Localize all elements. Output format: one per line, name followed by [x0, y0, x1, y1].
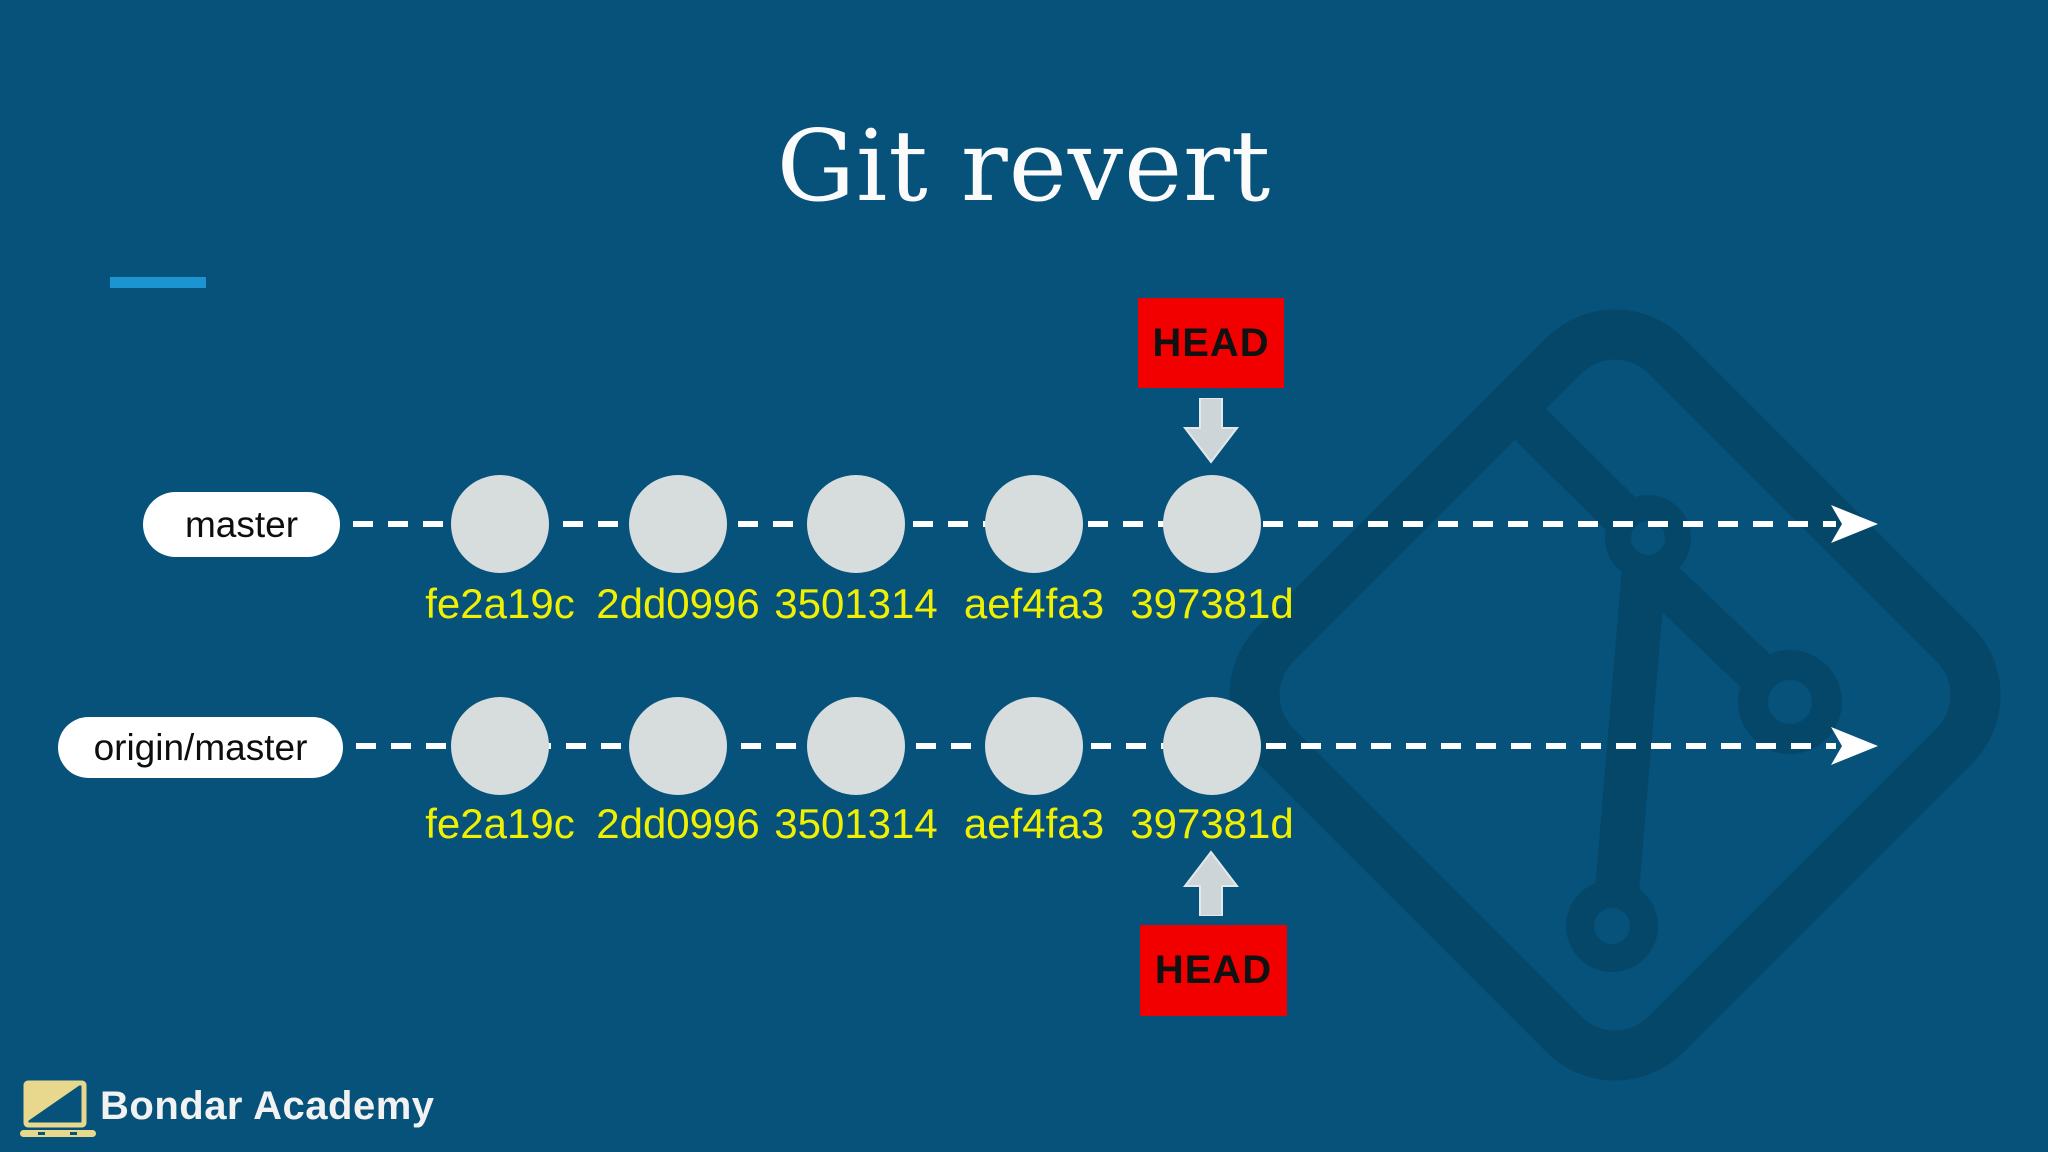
commit-node [451, 475, 549, 573]
commit-node [451, 697, 549, 795]
commit-node [807, 475, 905, 573]
head-badge-bottom: HEAD [1140, 925, 1287, 1016]
head-arrow-up-icon [1182, 850, 1240, 916]
commit-node [985, 697, 1083, 795]
commit-hash: 397381d [1130, 800, 1294, 847]
commit-node [629, 475, 727, 573]
commit-hash: 3501314 [774, 580, 938, 627]
commit-node [807, 697, 905, 795]
commit-node [1163, 475, 1261, 573]
commit-hash: 2dd0996 [596, 800, 760, 847]
arrowhead-right-icon [1831, 727, 1878, 765]
commit-hash: 3501314 [774, 800, 938, 847]
arrowhead-right-icon [1831, 505, 1878, 543]
commit-node [1163, 697, 1261, 795]
commit-node [985, 475, 1083, 573]
commit-hash: fe2a19c [425, 800, 575, 847]
commit-hash: 2dd0996 [596, 580, 760, 627]
head-badge-top: HEAD [1138, 298, 1284, 388]
commit-hash: fe2a19c [425, 580, 575, 627]
title-accent-bar [110, 277, 206, 288]
laptop-icon [20, 1080, 96, 1137]
head-arrow-down-icon [1182, 398, 1240, 464]
branch-label-master: master [143, 492, 340, 557]
commit-hash: aef4fa3 [963, 580, 1105, 627]
slide-title: Git revert [776, 110, 1272, 224]
brand-text: Bondar Academy [100, 1084, 435, 1128]
branch-label-origin-master: origin/master [58, 717, 343, 778]
commit-hash: 397381d [1130, 580, 1294, 627]
commit-node [629, 697, 727, 795]
commit-hash: aef4fa3 [963, 800, 1105, 847]
